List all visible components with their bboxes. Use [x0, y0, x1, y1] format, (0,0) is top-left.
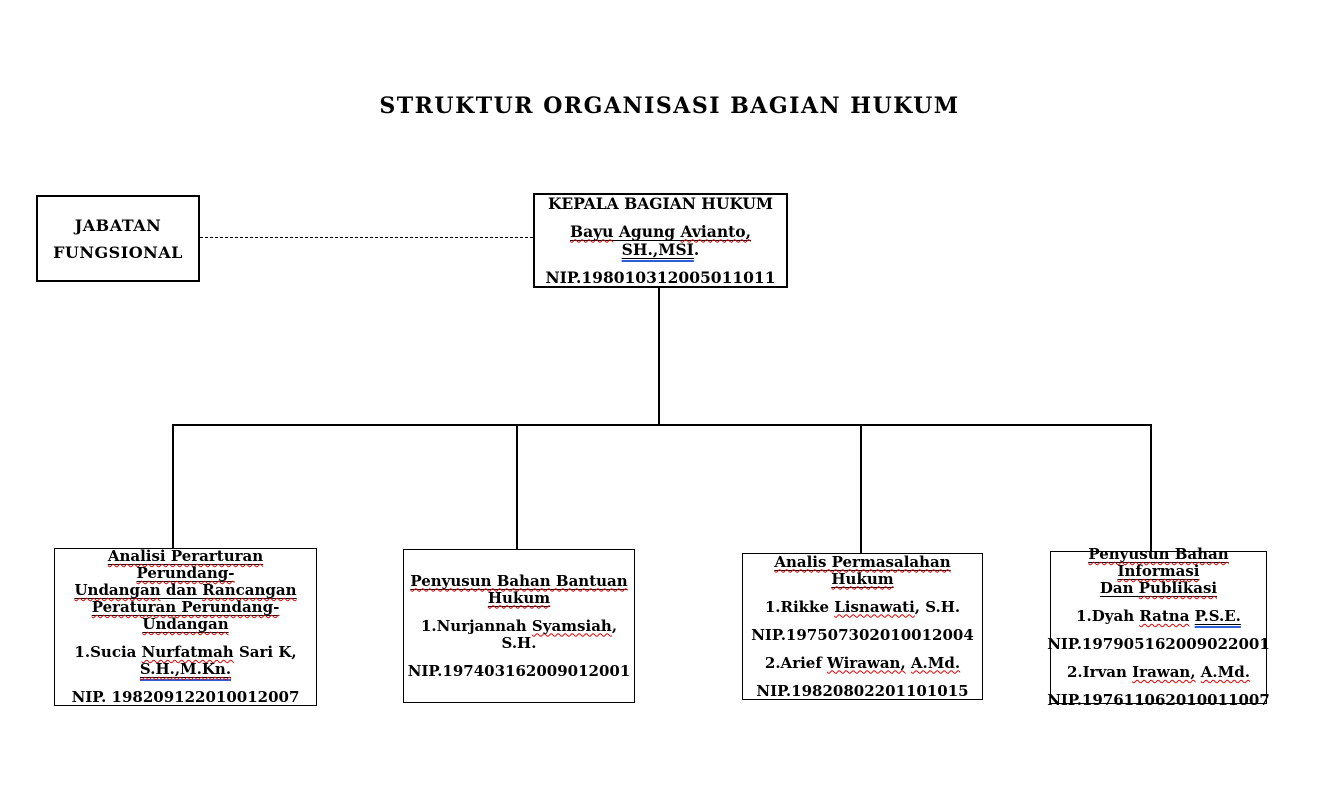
member-nip: NIP.19820802201101015	[756, 681, 969, 700]
dashed-connector	[200, 237, 533, 238]
connector-drop-4	[1150, 424, 1152, 551]
member-nip: NIP.197905162009022001	[1047, 635, 1270, 653]
unit-box-analisis-peraturan: Analisi Perarturan Perundang-Undangan da…	[54, 548, 317, 706]
member-degree: P.S.E.	[1194, 607, 1241, 625]
jabatan-fungsional-box: JABATAN FUNGSIONAL	[36, 195, 200, 282]
kepala-name: Bayu Agung Avianto, SH.,MSI.	[570, 221, 751, 259]
kepala-title: KEPALA BAGIAN HUKUM	[547, 193, 774, 213]
member-name: 2.Irvan Irawan, A.Md.	[1067, 663, 1250, 681]
connector-crossbar	[172, 424, 1152, 426]
member-name: 2.Arief Wirawan, A.Md.	[764, 653, 961, 672]
member-nip: NIP.197403162009012001	[407, 661, 631, 680]
member-name: 1.Nurjannah Syamsiah, S.H.	[420, 616, 618, 652]
member-nip: NIP.197507302010012004	[751, 625, 974, 644]
jabatan-label-line2: FUNGSIONAL	[53, 242, 183, 262]
connector-drop-2	[516, 424, 518, 549]
connector-drop-1	[172, 424, 174, 548]
member-nip: NIP.197611062010011007	[1047, 691, 1270, 709]
kepala-bagian-hukum-box: KEPALA BAGIAN HUKUM Bayu Agung Avianto, …	[533, 193, 788, 288]
jabatan-label-line1: JABATAN	[74, 215, 162, 235]
member-name: 1.Sucia Nurfatmah Sari K,S.H.,M.Kn.	[74, 643, 297, 678]
kepala-name-last: Avianto,	[680, 221, 751, 241]
member-name: 1.Rikke Lisnawati, S.H.	[764, 597, 961, 616]
connector-stem	[658, 288, 660, 424]
connector-drop-3	[860, 424, 862, 553]
member-degree: S.H.,M.Kn.	[139, 660, 232, 678]
kepala-nip: NIP.198010312005011011	[545, 267, 776, 287]
unit-box-analis-permasalahan-hukum: Analis Permasalahan Hukum 1.Rikke Lisnaw…	[742, 553, 983, 700]
unit-title: Analis Permasalahan Hukum	[774, 552, 951, 588]
kepala-name-degree: SH.,MSI	[621, 239, 694, 259]
kepala-name-first: Bayu	[570, 221, 614, 241]
member-nip: NIP. 198209122010012007	[71, 688, 300, 706]
member-degree: A.Md.	[1200, 663, 1250, 681]
unit-title: Analisi Perarturan Perundang-Undangan da…	[74, 547, 297, 633]
chart-title: STRUKTUR ORGANISASI BAGIAN HUKUM	[379, 93, 960, 119]
member-name: 1.Dyah Ratna P.S.E.	[1076, 607, 1241, 625]
member-degree: A.Md.	[910, 653, 961, 672]
